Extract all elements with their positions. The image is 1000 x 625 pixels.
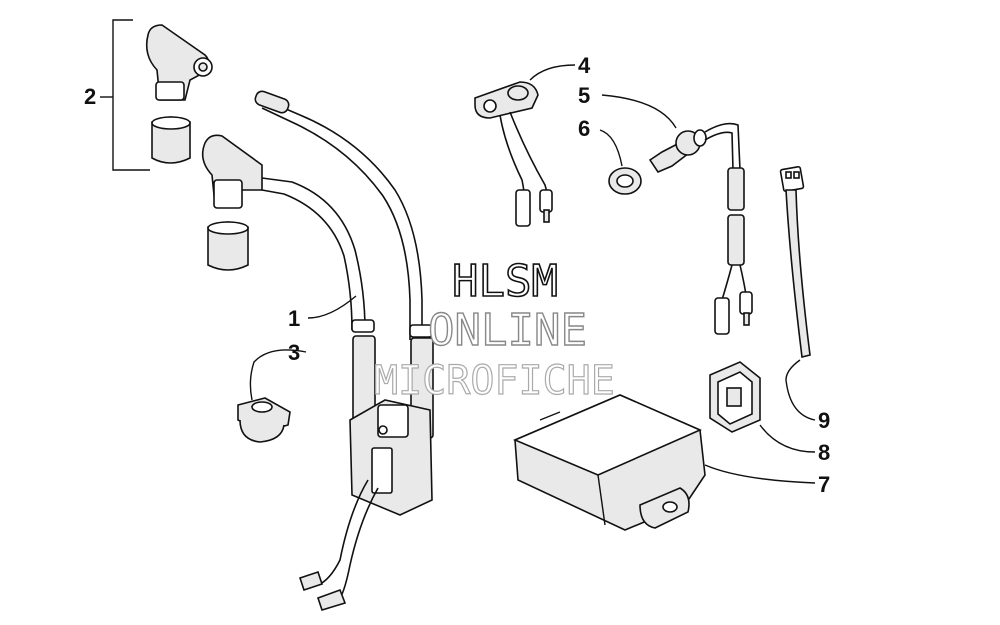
- callout-1: 1: [288, 306, 300, 331]
- callout-6: 6: [578, 116, 590, 141]
- bracket-line: [112, 19, 150, 171]
- sensor-bracket[interactable]: [474, 81, 553, 227]
- spark-plug-cap-group[interactable]: [100, 19, 263, 271]
- callout-labels: 1 2 3 4 5 6 9 8 7: [84, 53, 830, 497]
- clamp-clip[interactable]: [237, 397, 291, 443]
- callout-4: 4: [578, 53, 591, 78]
- watermark: HLSM ONLINE MICROFICHE: [373, 255, 615, 404]
- callout-8: 8: [818, 440, 830, 465]
- cable-tie[interactable]: [779, 165, 811, 358]
- watermark-line-3: MICROFICHE: [374, 358, 615, 404]
- callout-2: 2: [84, 84, 96, 109]
- temperature-sensor[interactable]: [648, 122, 753, 335]
- callout-7: 7: [818, 472, 830, 497]
- leader-lines: [249, 64, 816, 484]
- connector-block[interactable]: [709, 361, 761, 433]
- watermark-line-1: HLSM: [452, 256, 558, 307]
- callout-3: 3: [288, 340, 300, 365]
- watermark-line-2: ONLINE: [428, 305, 587, 356]
- control-module[interactable]: [512, 394, 706, 531]
- callout-9: 9: [818, 408, 830, 433]
- ignition-coil-group[interactable]: [254, 90, 434, 611]
- callout-5: 5: [578, 83, 590, 108]
- sealing-washer[interactable]: [608, 167, 642, 195]
